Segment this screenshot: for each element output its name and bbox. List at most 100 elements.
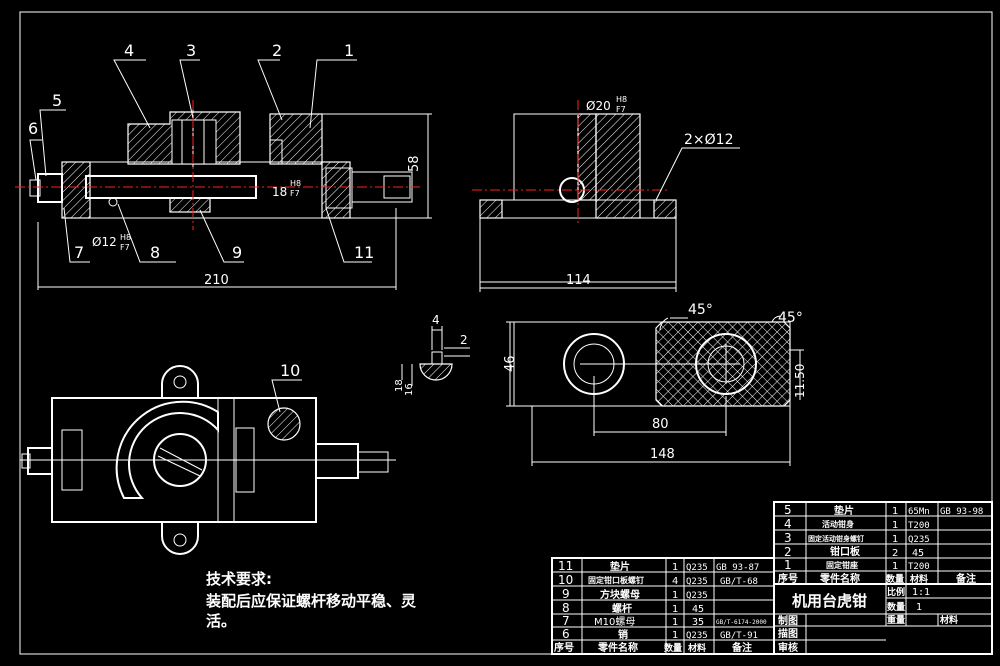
svg-text:Q235: Q235 [686, 631, 708, 641]
svg-text:2: 2 [892, 548, 898, 559]
svg-text:Q235: Q235 [908, 535, 930, 545]
dim-detail-h: 2 [460, 333, 468, 347]
svg-text:9: 9 [562, 587, 570, 601]
balloon-6: 6 [28, 119, 38, 138]
svg-text:45: 45 [692, 604, 704, 615]
svg-text:材料: 材料 [687, 642, 706, 654]
plan-view: 10 [20, 361, 396, 555]
svg-text:方块螺母: 方块螺母 [600, 588, 640, 601]
svg-text:F7: F7 [290, 189, 300, 198]
svg-text:1: 1 [892, 561, 898, 572]
dim-side-bore: Ø20 [586, 99, 611, 113]
fixed-jaw [269, 113, 323, 165]
svg-text:3: 3 [784, 531, 792, 545]
dim-detail-16: 16 [404, 383, 415, 396]
svg-text:重量: 重量 [887, 614, 905, 626]
notes-line-2: 活。 [206, 612, 236, 630]
svg-text:GB/T-6174-2000: GB/T-6174-2000 [716, 619, 767, 626]
balloon-10: 10 [280, 361, 300, 380]
svg-text:垫片: 垫片 [834, 504, 854, 517]
balloon-3: 3 [186, 41, 196, 60]
svg-text:零件名称: 零件名称 [597, 641, 638, 654]
dim-bottom-slot: 11.50 [793, 364, 807, 398]
dim-detail-18: 18 [394, 379, 405, 392]
svg-text:活动钳身: 活动钳身 [822, 519, 854, 529]
svg-text:Q235: Q235 [686, 563, 708, 573]
svg-text:6: 6 [562, 627, 570, 641]
dim-angle-2: 45° [778, 310, 803, 326]
svg-text:H8: H8 [120, 233, 131, 242]
bom-left: 11 垫片 1 Q235 GB 93-87 10 固定钳口板螺钉 4 Q235 … [551, 557, 775, 655]
svg-text:GB 93-98: GB 93-98 [940, 507, 983, 517]
svg-text:GB 93-87: GB 93-87 [716, 563, 759, 573]
jaw-plate-view: 80 148 46 11.50 45° 45° [503, 302, 807, 466]
svg-text:F7: F7 [120, 243, 130, 252]
svg-text:备注: 备注 [731, 641, 752, 654]
dim-bottom-length: 148 [650, 447, 675, 462]
side-view: 114 Ø20 H8 F7 2×Ø12 [472, 95, 740, 292]
dim-side-holes: 2×Ø12 [684, 132, 733, 148]
square-nut [169, 197, 211, 213]
svg-text:35: 35 [692, 617, 704, 628]
svg-text:固定钳口板螺钉: 固定钳口板螺钉 [588, 575, 644, 585]
dim-angle-1: 45° [688, 302, 713, 318]
svg-text:65Mn: 65Mn [908, 507, 930, 517]
svg-text:数量: 数量 [664, 642, 682, 654]
svg-text:材料: 材料 [939, 614, 958, 626]
balloon-1: 1 [344, 41, 354, 60]
svg-text:销: 销 [618, 628, 628, 641]
front-view: 210 58 Ø12 H8 F7 18 H8 F7 1 2 3 4 5 6 7 … [15, 41, 432, 290]
svg-text:2: 2 [784, 545, 792, 559]
svg-text:1: 1 [672, 604, 678, 615]
svg-text:GB/T-91: GB/T-91 [720, 631, 758, 641]
svg-text:制图: 制图 [778, 614, 798, 627]
svg-text:4: 4 [784, 517, 792, 531]
svg-text:H8: H8 [616, 95, 627, 104]
balloon-9: 9 [232, 243, 242, 262]
balloon-7: 7 [74, 243, 84, 262]
svg-text:序号: 序号 [554, 641, 574, 654]
svg-text:数量: 数量 [886, 573, 904, 585]
dim-bottom-pitch: 80 [652, 417, 669, 432]
svg-text:1: 1 [892, 506, 898, 517]
svg-text:10: 10 [558, 573, 573, 587]
svg-text:垫片: 垫片 [610, 560, 630, 573]
svg-text:T200: T200 [908, 521, 930, 531]
svg-text:1:1: 1:1 [912, 587, 930, 598]
dim-fit-bore: Ø12 [92, 235, 117, 249]
balloon-8: 8 [150, 243, 160, 262]
svg-text:备注: 备注 [955, 572, 976, 585]
dim-side-width: 114 [566, 273, 591, 288]
dim-fit-small: 18 [272, 185, 287, 199]
svg-text:4: 4 [672, 576, 678, 587]
dim-detail-w: 4 [432, 313, 440, 327]
svg-text:螺杆: 螺杆 [612, 602, 632, 615]
svg-text:1: 1 [672, 562, 678, 573]
svg-text:固定钳座: 固定钳座 [826, 560, 858, 570]
bom-right: 5 垫片 1 65Mn GB 93-98 4 活动钳身 1 T200 3 固定活… [773, 501, 993, 585]
svg-text:GB/T-68: GB/T-68 [720, 577, 758, 587]
svg-text:零件名称: 零件名称 [819, 572, 860, 585]
svg-text:8: 8 [562, 601, 570, 615]
svg-text:序号: 序号 [778, 572, 798, 585]
dim-bottom-height: 46 [503, 355, 518, 372]
svg-text:1: 1 [892, 534, 898, 545]
svg-text:H8: H8 [290, 179, 301, 188]
svg-text:钳口板: 钳口板 [830, 545, 861, 558]
svg-text:F7: F7 [616, 105, 626, 114]
svg-text:Q235: Q235 [686, 591, 708, 601]
drawing-title: 机用台虎钳 [792, 592, 867, 610]
svg-text:1: 1 [784, 558, 792, 572]
technical-notes: 技术要求: 装配后应保证螺杆移动平稳、灵 活。 [205, 570, 417, 630]
balloon-4: 4 [124, 41, 134, 60]
svg-text:5: 5 [784, 503, 792, 517]
svg-text:描图: 描图 [778, 627, 798, 640]
svg-text:1: 1 [672, 590, 678, 601]
balloon-5: 5 [52, 91, 62, 110]
svg-text:1: 1 [892, 520, 898, 531]
drawing-frame [19, 11, 993, 655]
dim-front-length: 210 [204, 273, 229, 288]
svg-text:1: 1 [916, 602, 922, 613]
notes-heading: 技术要求: [206, 570, 272, 588]
